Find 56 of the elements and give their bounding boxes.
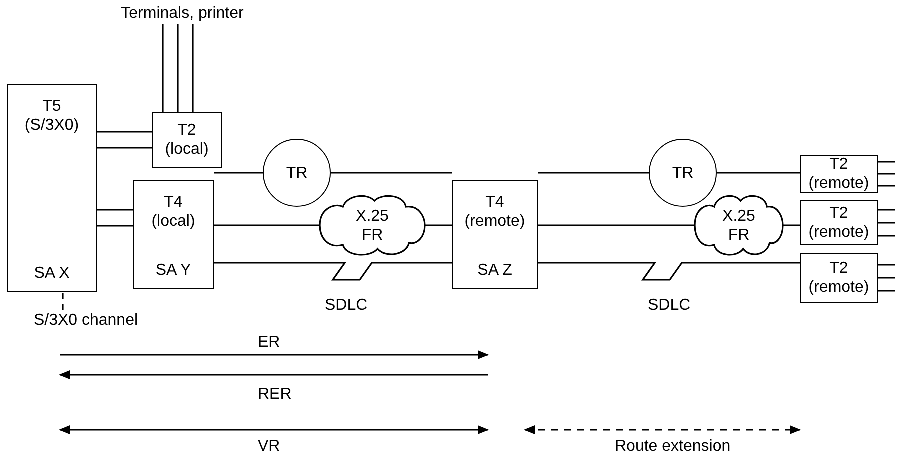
controller-box [800, 155, 878, 193]
node-label: X.25 FR [356, 206, 389, 244]
node-label: T4 (local) [152, 193, 196, 231]
route-label: VR [258, 437, 280, 456]
connection-line [538, 172, 649, 174]
connection-line [878, 222, 895, 224]
connection-line [783, 224, 800, 226]
node-label: TR [286, 164, 308, 182]
connection-line [878, 277, 895, 279]
connection-line [538, 224, 695, 226]
node-box [133, 180, 214, 289]
connection-line [162, 24, 164, 112]
node-label: T2 (remote) [808, 204, 870, 242]
connection-line [214, 262, 452, 281]
host-box [7, 84, 97, 292]
node-label: SA X [34, 264, 70, 283]
node-label: T4 (remote) [464, 193, 526, 231]
connection-line [878, 235, 895, 237]
node-label: T2 (remote) [808, 155, 870, 193]
node-label: T2 (local) [165, 121, 209, 159]
leader-line [62, 292, 64, 310]
controller-box [800, 200, 878, 245]
connection-line [214, 224, 320, 226]
connection-line [538, 262, 800, 281]
connection-line [331, 172, 452, 174]
connection-line [97, 225, 133, 227]
node-box [452, 180, 538, 289]
connection-line [425, 224, 452, 226]
route-label: ER [258, 333, 280, 352]
node-label: SA Y [156, 261, 192, 280]
controller-box [800, 253, 878, 303]
connection-line [878, 161, 895, 163]
node-label: TR [672, 164, 694, 182]
connection-line [192, 24, 194, 112]
caption-text: Terminals, printer [121, 4, 244, 22]
node-label: T5 (S/3X0) [24, 97, 80, 135]
connection-line [878, 264, 895, 266]
connection-line [177, 24, 179, 112]
node-label: T2 (remote) [808, 259, 870, 297]
route-label: Route extension [615, 437, 731, 456]
network-cloud [320, 193, 425, 258]
connection-line [97, 131, 152, 133]
network-cloud [695, 193, 783, 258]
connection-line [97, 209, 133, 211]
connection-line [878, 185, 895, 187]
connection-line [878, 173, 895, 175]
connection-line [878, 290, 895, 292]
connection-line [97, 147, 152, 149]
connection-line [878, 209, 895, 211]
node-label: SA Z [478, 261, 512, 280]
connection-line [717, 172, 800, 174]
node-label: X.25 FR [722, 206, 756, 244]
route-label: RER [258, 385, 292, 404]
controller-box [152, 112, 222, 168]
connection-line [214, 172, 263, 174]
caption-text: S/3X0 channel [34, 310, 138, 330]
